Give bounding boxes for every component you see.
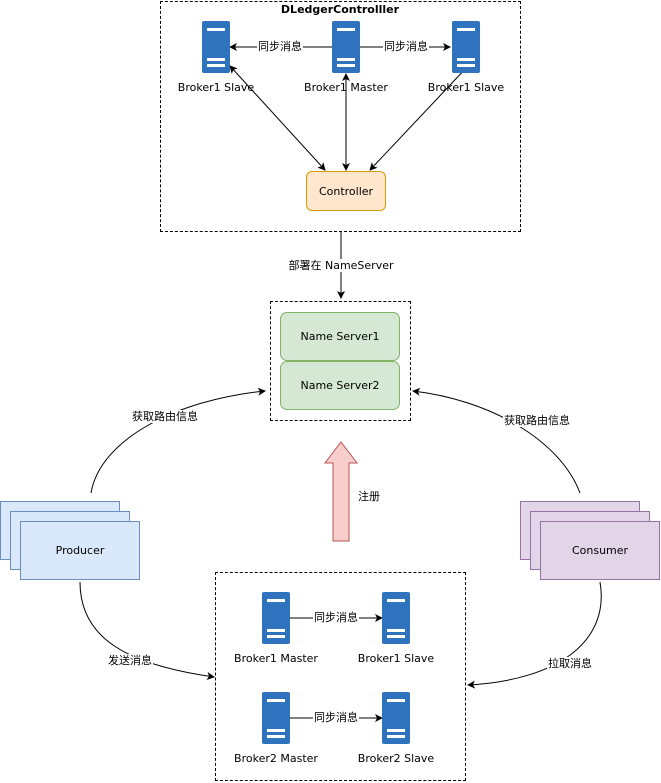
producer-send-label: 发送消息 [107, 654, 153, 667]
sync-label-left: 同步消息 [257, 40, 303, 53]
nameserver-1: Name Server1 [280, 312, 400, 361]
server-icon [382, 592, 410, 644]
slave-left-controller-link [229, 65, 326, 171]
cluster-row1-master-label: Broker1 Master [234, 652, 318, 665]
cluster-sync-label-2: 同步消息 [313, 711, 359, 724]
producer-route-curve [90, 387, 266, 494]
nameserver-group [270, 301, 411, 421]
producer-label: Producer [55, 544, 105, 557]
register-arrow [323, 441, 359, 542]
consumer-pull-label: 拉取消息 [547, 657, 593, 670]
producer-send-curve [79, 581, 215, 680]
producer-route-label: 获取路由信息 [131, 410, 199, 423]
consumer-card-front: Consumer [540, 521, 660, 580]
slave-right-controller-link [369, 65, 469, 171]
cluster-row2-slave-label: Broker2 Slave [357, 752, 435, 765]
broker-label-master: Broker1 Master [304, 81, 388, 94]
cluster-row2-master-label: Broker2 Master [234, 752, 318, 765]
consumer-pull-curve [467, 581, 602, 689]
broker-cluster-group [215, 572, 466, 781]
server-icon [262, 592, 290, 644]
server-icon [382, 692, 410, 744]
consumer-route-curve [412, 387, 581, 494]
cluster-row1-slave-label: Broker1 Slave [357, 652, 435, 665]
producer-card-front: Producer [20, 521, 140, 580]
consumer-label: Consumer [571, 544, 629, 557]
controller-node: Controller [306, 171, 386, 211]
broker-label-slave-right: Broker1 Slave [427, 81, 505, 94]
server-icon [262, 692, 290, 744]
server-icon [202, 21, 230, 73]
nameserver-2: Name Server2 [280, 361, 400, 410]
controller-label: Controller [318, 184, 374, 198]
dledger-title: DLedgerControlller [280, 3, 400, 16]
server-icon [332, 21, 360, 73]
nameserver-2-label: Name Server2 [300, 379, 380, 392]
consumer-route-label: 获取路由信息 [503, 414, 571, 427]
cluster-sync-label-1: 同步消息 [313, 611, 359, 624]
sync-label-right: 同步消息 [383, 40, 429, 53]
server-icon [452, 21, 480, 73]
broker-label-slave-left: Broker1 Slave [177, 81, 255, 94]
register-label: 注册 [358, 490, 380, 503]
dledger-controller-group [160, 1, 521, 232]
deploy-label: 部署在 NameServer [286, 259, 396, 272]
nameserver-1-label: Name Server1 [300, 330, 380, 343]
